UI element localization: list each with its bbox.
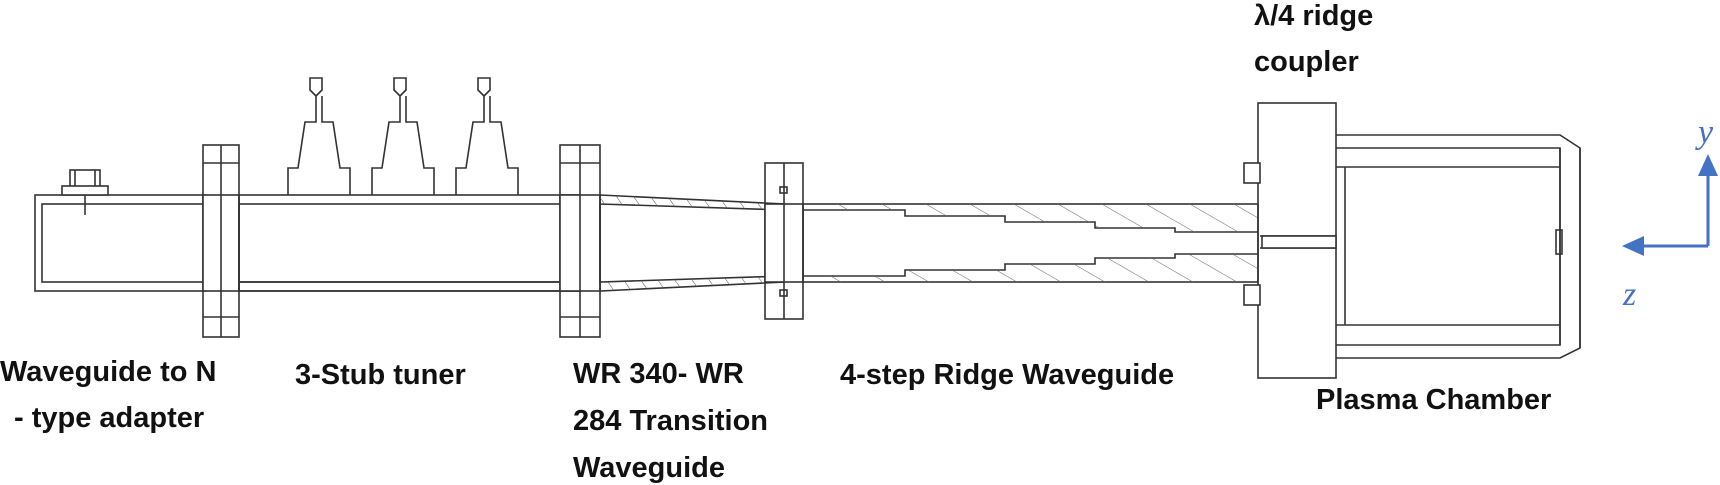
stub-2 [371,77,435,195]
transition-label-line1: WR 340- WR [573,358,744,390]
flange-3 [764,162,804,320]
transition-label-line3: Waveguide [573,452,725,484]
z-axis-label: z [1622,276,1636,313]
stub-tuner-section [238,77,580,292]
y-axis-arrowhead [1698,154,1718,176]
tuner-label: 3-Stub tuner [295,359,466,391]
adapter-section [34,169,206,292]
stub-3 [455,77,519,195]
transition-section [599,194,786,292]
adapter-label-line2: - type adapter [14,402,204,434]
z-axis-arrowhead [1622,236,1644,256]
coupler-label-line1: λ/4 ridge [1254,0,1373,32]
y-axis-label: y [1695,114,1714,151]
transition-label-line2: 284 Transition [573,405,768,437]
coupler-label-line2: coupler [1254,46,1359,78]
flange-2 [559,144,601,338]
flange-1 [202,144,240,338]
ridge-coupler [1243,102,1337,379]
ridge-waveguide-section [802,203,1259,283]
coordinate-axes: y z [1622,114,1718,313]
plasma-chamber-label: Plasma Chamber [1316,384,1551,416]
stub-1 [287,77,351,195]
adapter-label-line1: Waveguide to N [0,356,216,388]
plasma-chamber [1336,134,1581,359]
ridge-label: 4-step Ridge Waveguide [840,359,1174,391]
